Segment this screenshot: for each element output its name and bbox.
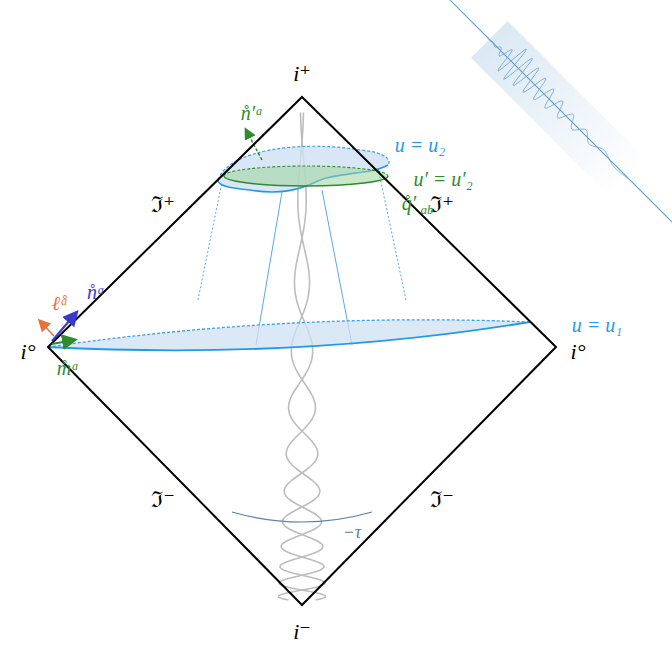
boundary-label: i° [21, 341, 36, 363]
cut-u1 [48, 320, 530, 351]
cut-u1-front [48, 322, 530, 350]
vector-m [52, 340, 74, 344]
boundary-label: i⁺ [293, 63, 311, 85]
waveform-inset [428, 0, 672, 242]
boundary-label: ℑ⁺ [430, 194, 454, 216]
penrose-boundary [48, 97, 556, 605]
vector-l [40, 321, 54, 336]
math-label: ab [421, 203, 434, 216]
math-label: m̊ᵃ [57, 358, 79, 378]
math-label: n̊ᵃ [87, 282, 105, 302]
math-label: q̊′ [402, 193, 416, 213]
boundary-label: ℑ⁻ [151, 489, 175, 511]
math-label: u′ = u′₂ [413, 169, 472, 189]
math-label: u = u₂ [395, 135, 445, 155]
boundary-label: ℑ⁻ [430, 489, 454, 511]
math-label: −τ [343, 523, 362, 541]
cut-u2-prime [224, 166, 388, 186]
math-label: u = u₁ [572, 315, 622, 335]
null-ray [256, 192, 282, 345]
null-ray [198, 182, 222, 300]
null-ray [378, 168, 406, 300]
math-label: n̊′ᵃ [241, 103, 263, 123]
math-label: ℓ̊ᵃ [52, 293, 68, 313]
boundary-label: ℑ⁺ [151, 194, 175, 216]
vector-n [52, 313, 76, 341]
boundary-label: i⁻ [293, 621, 311, 643]
tau-cut [232, 512, 372, 522]
boundary-label: i° [571, 341, 586, 363]
